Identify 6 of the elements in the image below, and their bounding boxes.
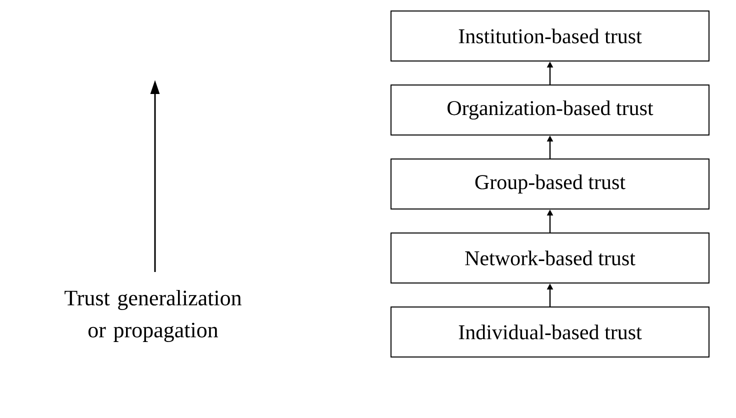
caption-text: Trust generalization or propagation — [64, 290, 242, 342]
trust-level-box: Organization-based trust — [390, 84, 710, 136]
trust-level-box: Individual-based trust — [390, 306, 710, 358]
trust-level-box: Institution-based trust — [390, 10, 710, 62]
trust-level-box: Group-based trust — [390, 158, 710, 210]
trust-level-box: Network-based trust — [390, 232, 710, 284]
